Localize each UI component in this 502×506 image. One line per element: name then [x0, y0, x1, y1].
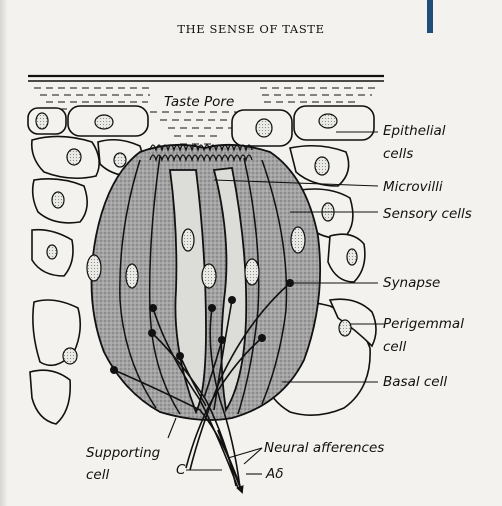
perigemmal-label-line2: cell	[383, 339, 406, 355]
neural-afferences-label: Neural afferences	[264, 440, 384, 456]
perigemmal-label-line1: Perigemmal	[383, 316, 464, 332]
taste-pore-label: Taste Pore	[162, 94, 236, 110]
microvilli-label: Microvilli	[383, 179, 443, 195]
supporting-cell-label-line2: cell	[86, 467, 109, 483]
fiber-adelta-label: Aδ	[266, 466, 284, 482]
epithelial-label-line2: cells	[383, 146, 413, 162]
fiber-c-label: C	[176, 462, 185, 478]
basal-cell-label: Basal cell	[383, 374, 447, 390]
supporting-cell-label-line1: Supporting	[86, 445, 160, 461]
synapse-label: Synapse	[383, 275, 440, 291]
sensory-cells-label: Sensory cells	[383, 206, 472, 222]
epithelial-label-line1: Epithelial	[383, 123, 446, 139]
